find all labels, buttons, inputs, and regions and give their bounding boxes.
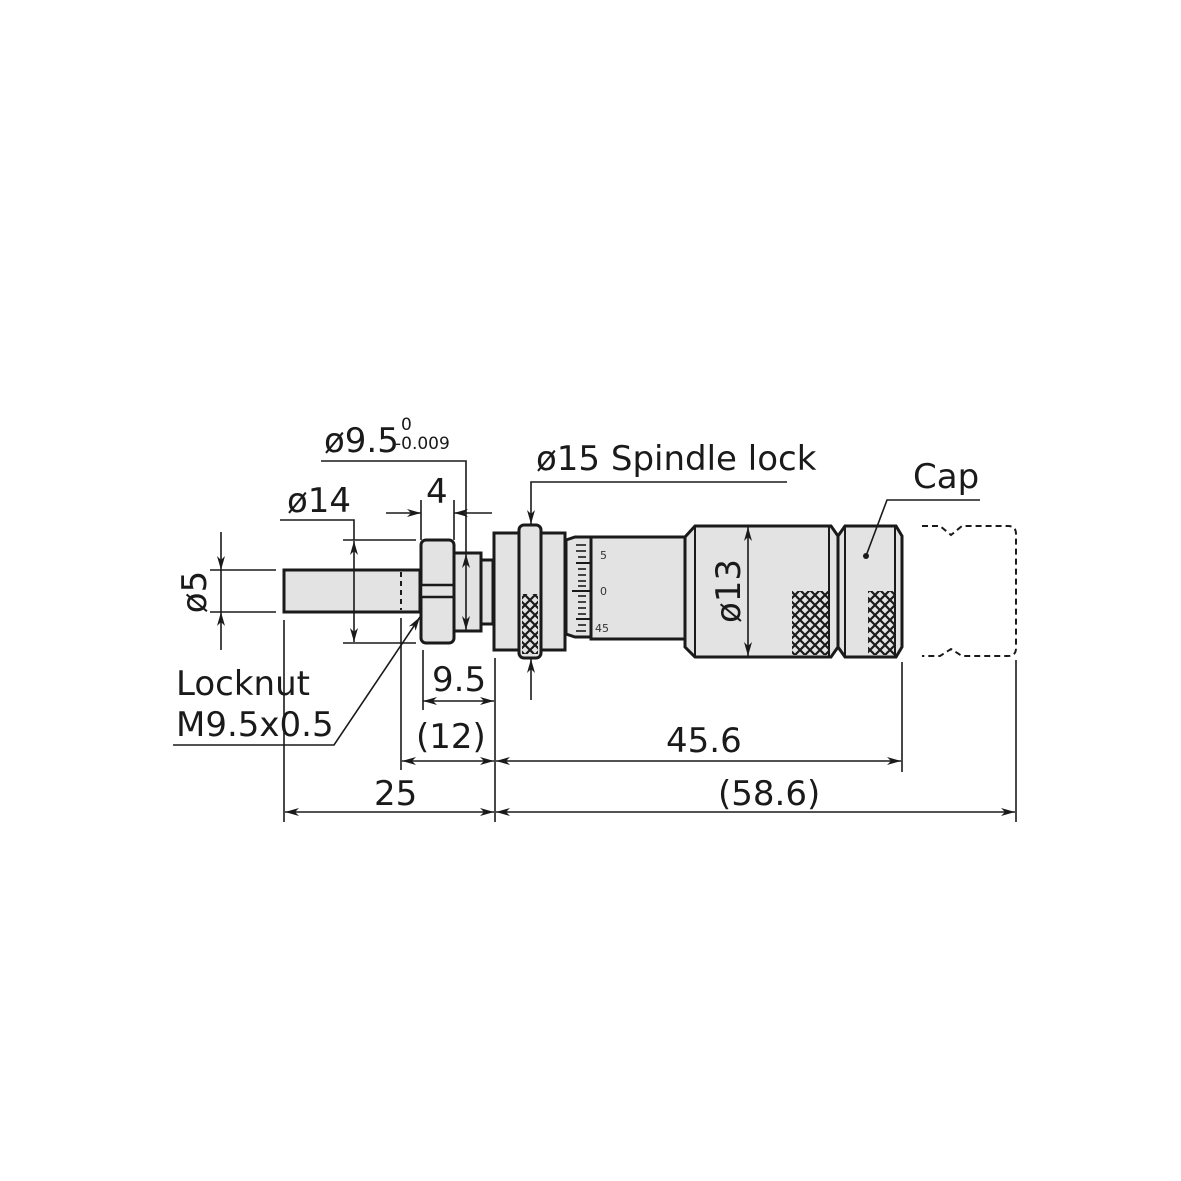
dim-dia9-5: ø9.5 0 -0.009 <box>321 415 470 630</box>
locknut-leader: Locknut M9.5x0.5 <box>173 616 421 746</box>
label-locknut-width: 4 <box>426 472 448 512</box>
label-travel: 25 <box>374 774 417 814</box>
dim-dia13: ø13 <box>709 527 752 656</box>
cap-leader: Cap <box>865 457 980 557</box>
label-tol-lower: -0.009 <box>395 434 450 454</box>
label-locknut-thread: M9.5x0.5 <box>176 705 334 745</box>
label-body-length: 45.6 <box>666 721 742 761</box>
dim-overall-length: (58.6) <box>496 774 1015 816</box>
dim-dia14: ø14 <box>280 481 416 644</box>
label-overall-length: (58.6) <box>718 774 820 814</box>
spindle <box>282 568 422 614</box>
optional-cap-outline <box>922 525 1017 657</box>
scale-mark-0: 0 <box>600 585 607 598</box>
dim-stem-length: 9.5 <box>423 660 494 705</box>
label-tol-upper: 0 <box>401 415 412 435</box>
spindle-lock <box>492 523 567 660</box>
label-dia5: ø5 <box>175 571 215 613</box>
dim-dia5: ø5 <box>175 532 276 650</box>
label-dia13: ø13 <box>709 559 749 623</box>
locknut <box>419 538 456 645</box>
dim-stem-total: (12) <box>402 717 494 765</box>
label-cap: Cap <box>913 457 979 497</box>
cap <box>836 524 904 659</box>
scale-mark-5: 5 <box>600 549 607 562</box>
label-stem-length: 9.5 <box>432 660 486 700</box>
label-locknut: Locknut <box>176 664 310 704</box>
label-stem-total: (12) <box>416 717 486 757</box>
dim-locknut-width: 4 <box>386 472 492 540</box>
scale-mark-45: 45 <box>595 622 609 635</box>
sleeve: 5 0 45 <box>564 535 687 641</box>
label-dia14: ø14 <box>287 481 351 521</box>
thimble <box>683 524 840 659</box>
dim-spindle-lock: ø15 Spindle lock <box>527 439 817 700</box>
dim-body-length: 45.6 <box>496 721 901 765</box>
stem <box>452 551 495 633</box>
dim-travel: 25 <box>285 774 494 816</box>
thimble-graduations <box>576 544 591 632</box>
label-dia9-5: ø9.5 <box>324 421 399 461</box>
label-spindle-lock: ø15 Spindle lock <box>536 439 817 479</box>
